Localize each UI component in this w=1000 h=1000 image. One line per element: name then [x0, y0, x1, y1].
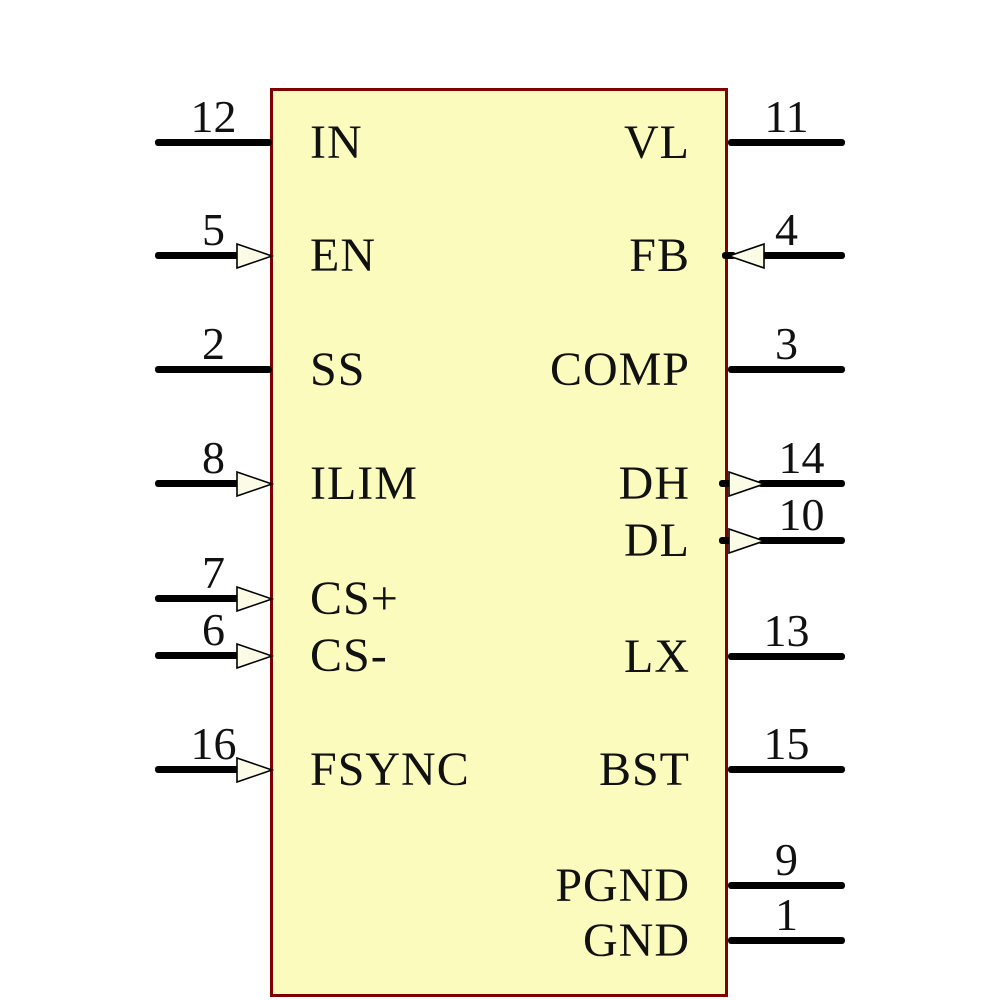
pin-number: 8: [202, 432, 225, 483]
pin-wire: [728, 653, 845, 660]
pin-wire: [155, 595, 241, 602]
pin-number: 16: [190, 718, 237, 769]
pin-label: FB: [629, 229, 690, 282]
pin-number: 7: [202, 547, 225, 598]
input-arrow-icon: [236, 585, 274, 613]
pin-wire: [728, 766, 845, 773]
pin-number: 15: [763, 718, 810, 769]
pin-label: COMP: [549, 343, 690, 396]
pin-label: ILIM: [310, 457, 418, 510]
pin-number: 9: [775, 834, 798, 885]
pin-label: GND: [583, 914, 690, 967]
pin-wire-stub: [719, 537, 731, 544]
pin-wire: [758, 480, 845, 487]
pin-label: CS+: [310, 572, 399, 625]
pin-wire-stub: [719, 480, 731, 487]
pin-number: 11: [764, 91, 809, 142]
pin-label: CS-: [310, 629, 388, 682]
pin-label: EN: [310, 229, 376, 282]
pin-wire: [728, 366, 845, 373]
pin-wire: [155, 366, 272, 373]
pin-label: FSYNC: [310, 743, 470, 796]
input-arrow-icon: [727, 242, 765, 270]
pin-wire: [155, 652, 241, 659]
pin-number: 12: [190, 91, 237, 142]
pin-wire: [762, 252, 845, 259]
pin-number: 2: [202, 318, 225, 369]
pin-wire: [155, 252, 241, 259]
pin-label: DH: [618, 457, 690, 510]
pin-number: 4: [775, 204, 798, 255]
pin-label: DL: [624, 514, 690, 567]
pin-number: 13: [763, 605, 810, 656]
pin-label: IN: [310, 116, 363, 169]
pin-number: 1: [775, 889, 798, 940]
pin-wire: [155, 766, 241, 773]
pin-number: 10: [778, 489, 825, 540]
input-arrow-icon: [236, 642, 274, 670]
pin-label: VL: [624, 116, 690, 169]
ic-body: [270, 88, 728, 997]
pin-wire: [728, 882, 845, 889]
pin-wire: [155, 139, 272, 146]
pin-number: 14: [778, 432, 825, 483]
pin-wire: [758, 537, 845, 544]
pin-wire: [155, 480, 241, 487]
pin-number: 6: [202, 604, 225, 655]
pin-label: SS: [310, 343, 366, 396]
pin-label: LX: [624, 630, 690, 683]
input-arrow-icon: [236, 756, 274, 784]
input-arrow-icon: [236, 470, 274, 498]
output-arrow-icon: [728, 527, 766, 555]
pin-number: 5: [202, 204, 225, 255]
pin-label: PGND: [555, 859, 690, 912]
pin-label: BST: [598, 743, 690, 796]
output-arrow-icon: [728, 470, 766, 498]
pin-wire: [728, 139, 845, 146]
input-arrow-icon: [236, 242, 274, 270]
pin-wire: [728, 937, 845, 944]
pin-number: 3: [775, 318, 798, 369]
